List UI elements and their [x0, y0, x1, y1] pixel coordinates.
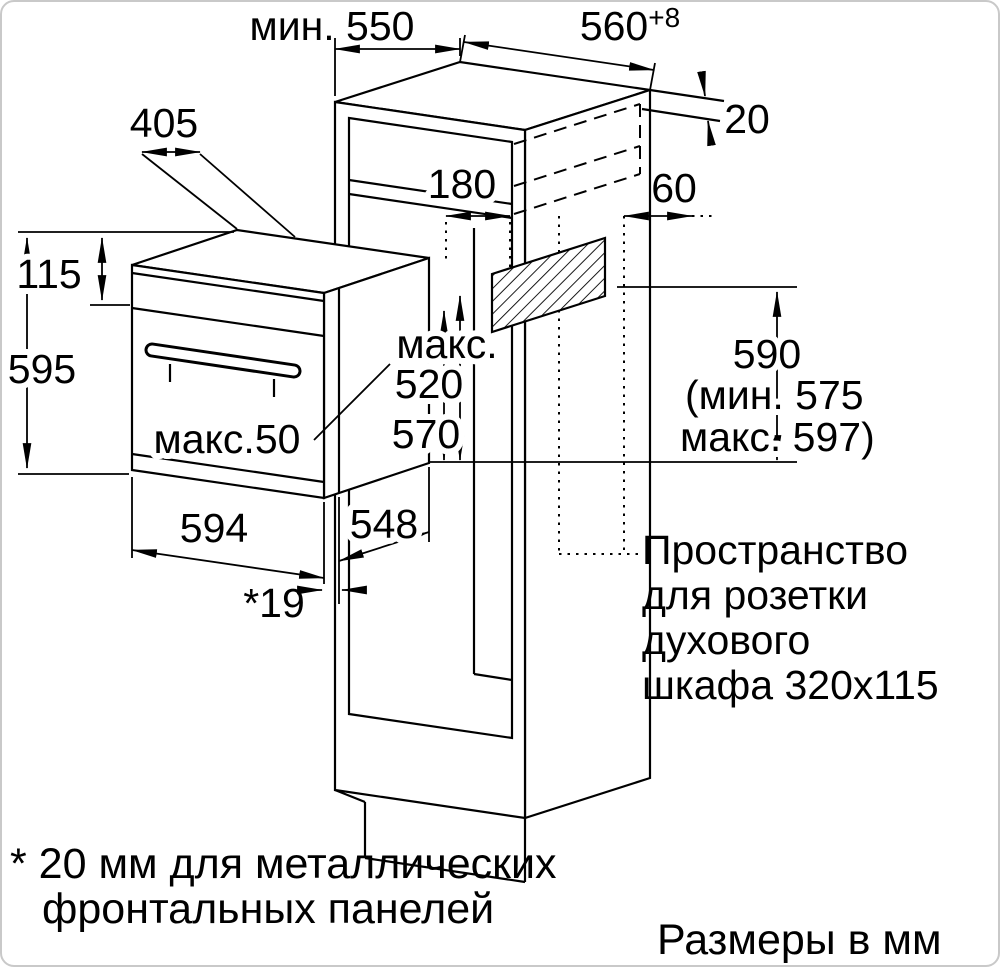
dim-590-min-label: (мин. 575 — [685, 372, 864, 418]
wall-edge-lines — [641, 88, 725, 123]
dim-570-label: 570 — [392, 411, 460, 457]
dim-590-label: 590 — [733, 331, 801, 377]
dim-180-label: 180 — [428, 161, 496, 207]
oven-door-handle — [144, 342, 302, 397]
socket-projection-dotted — [558, 215, 716, 555]
dim-min550-label: мин. 550 — [250, 3, 415, 49]
socket-space — [490, 215, 716, 555]
units-note: Размеры в мм — [657, 916, 942, 964]
dim-max50-label: макс.50 — [154, 416, 301, 462]
dim-560-label: 560+8 — [580, 2, 680, 49]
socket-note: Пространство для розетки духового шкафа … — [642, 527, 939, 708]
footnote-line-2: фронтальных панелей — [42, 885, 494, 933]
oven-front-lines — [131, 271, 341, 493]
dim-520-570 — [430, 294, 797, 463]
dim-60-label: 60 — [651, 165, 697, 211]
dim-405-label: 405 — [130, 100, 198, 146]
hidden-shelf-edges — [513, 103, 641, 215]
dim-20 — [697, 70, 716, 147]
dim-max-word-label: макс. — [396, 321, 497, 367]
dim-548 — [337, 467, 431, 604]
dim-405 — [140, 147, 296, 238]
dim-560 — [459, 34, 656, 91]
dim-594-label: 594 — [180, 505, 248, 551]
dim-548-label: 548 — [350, 501, 418, 547]
socket-note-line-1: Пространство — [642, 527, 908, 573]
dim-590 — [617, 286, 797, 462]
dimension-labels: мин. 550 560+8 20 405 180 60 115 595 мак… — [2, 2, 881, 626]
dim-20-label: 20 — [724, 96, 770, 142]
dim-115 — [90, 236, 130, 306]
footnotes: * 20 мм для металлических фронтальных па… — [10, 840, 942, 964]
dim-19-label: *19 — [243, 580, 305, 626]
cabinet-side-panel — [523, 88, 652, 820]
dim-180 — [444, 211, 512, 270]
socket-note-line-2: для розетки — [642, 572, 868, 618]
oven-front-face — [130, 263, 326, 500]
dim-594 — [130, 477, 326, 584]
dim-595 — [18, 231, 234, 475]
footnote-line-1: * 20 мм для металлических — [10, 840, 557, 888]
dim-520-label: 520 — [395, 361, 463, 407]
dimension-lines — [18, 34, 797, 604]
dim-max50-leader — [313, 363, 391, 441]
socket-hatch-area — [490, 236, 607, 334]
dim-590-max-label: макс. 597) — [680, 414, 875, 460]
socket-note-line-3: духового — [642, 617, 810, 663]
dim-115-label: 115 — [16, 251, 81, 297]
dim-595-label: 595 — [8, 346, 76, 392]
cabinet-plinth — [334, 788, 527, 884]
dim-min550 — [333, 38, 462, 96]
socket-note-line-4: шкафа 320x115 — [642, 662, 939, 708]
